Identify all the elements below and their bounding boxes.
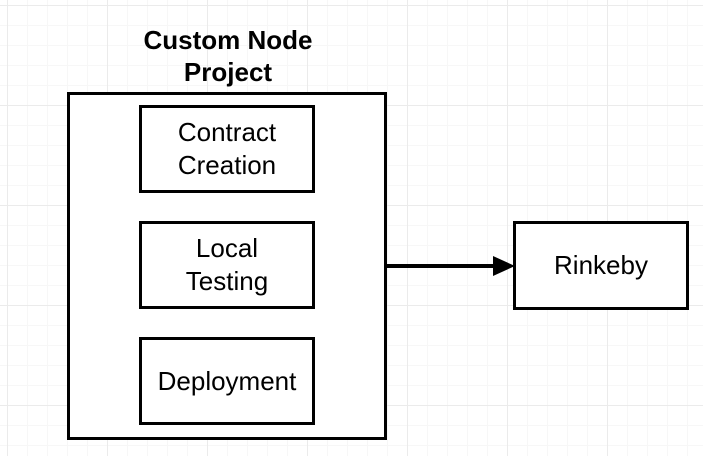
local-testing-label: Local Testing: [185, 233, 269, 296]
rinkeby-box: Rinkeby: [513, 221, 689, 310]
contract-creation-label: Contract Creation: [177, 117, 277, 180]
local-testing-box: Local Testing: [139, 221, 315, 309]
rinkeby-label: Rinkeby: [554, 250, 648, 280]
connector-arrow: [385, 256, 515, 276]
arrow-head: [493, 256, 515, 276]
deployment-box: Deployment: [139, 337, 315, 425]
contract-creation-box: Contract Creation: [139, 105, 315, 193]
container-title: Custom Node Project: [143, 25, 313, 87]
deployment-label: Deployment: [157, 365, 297, 396]
